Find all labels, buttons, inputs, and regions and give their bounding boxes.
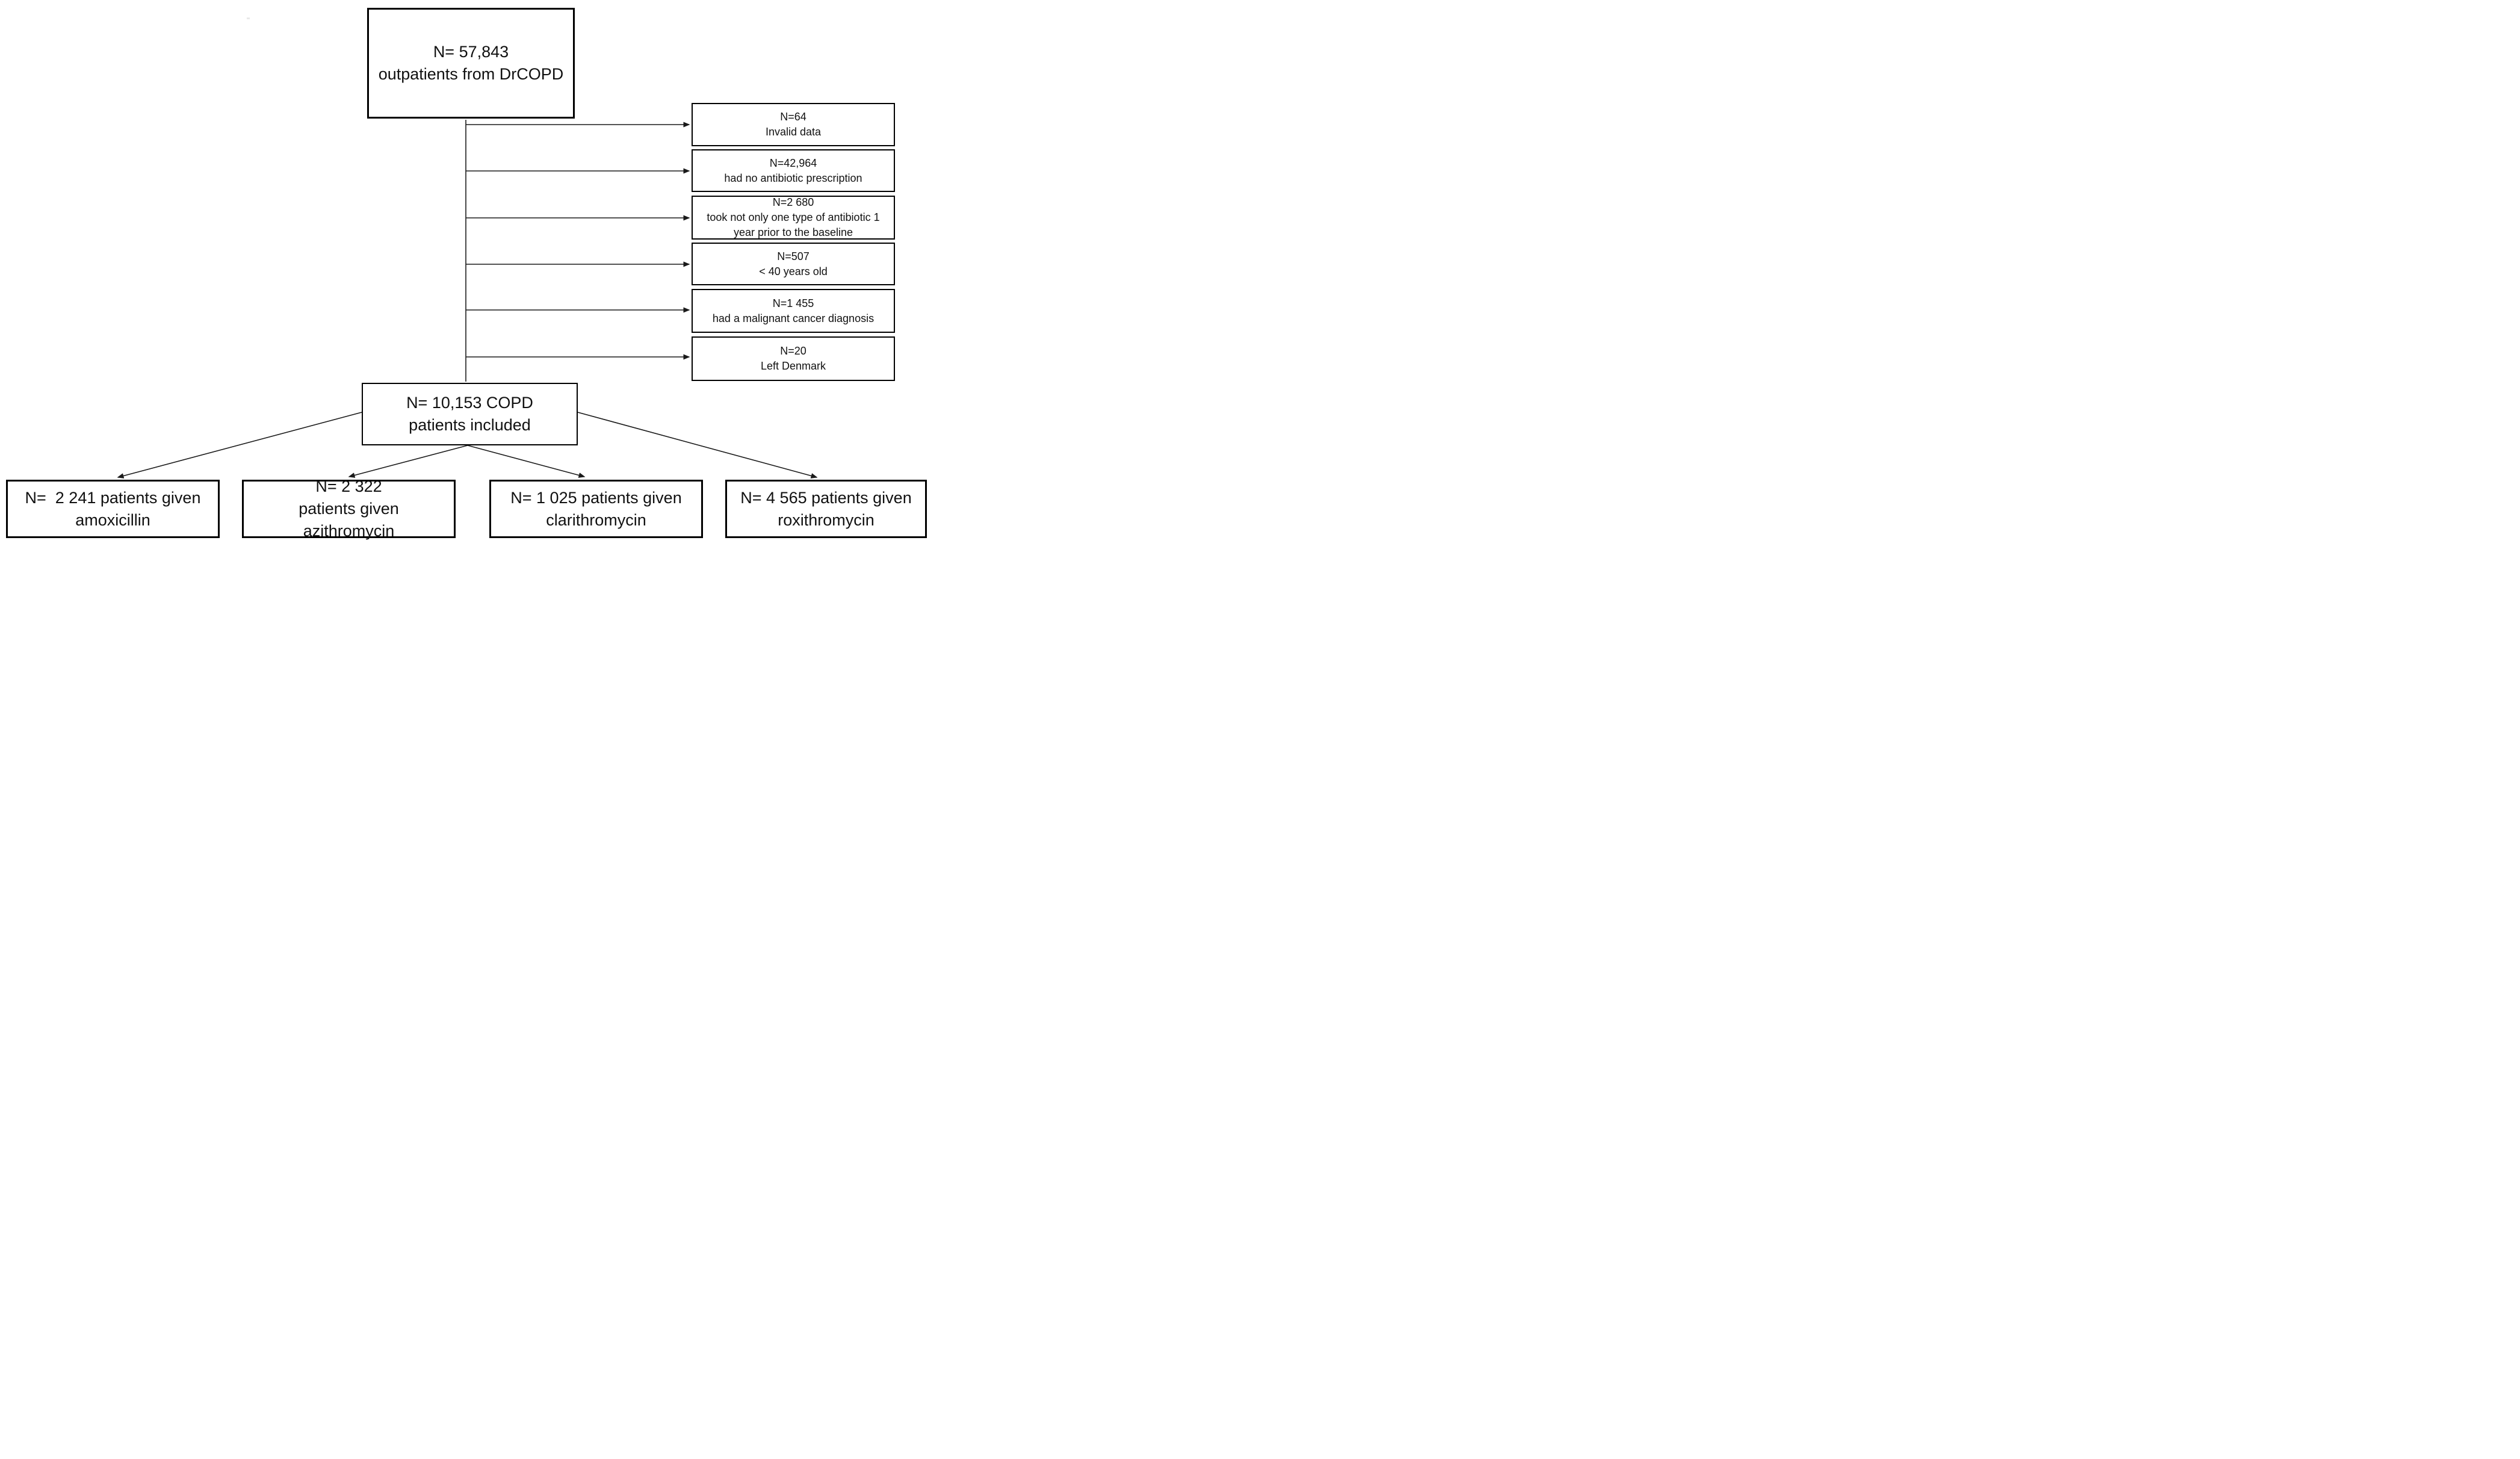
node-text-line: roxithromycin	[778, 510, 875, 529]
node-text-line: had a malignant cancer diagnosis	[712, 312, 875, 324]
node-arm-roxithromycin: N= 4 565 patients given roxithromycin	[725, 480, 927, 538]
node-text-line: N= 57,843	[433, 43, 509, 61]
arrow-roxithromycin	[577, 412, 818, 479]
node-text-line: N= 2 322	[315, 477, 382, 495]
node-text-line: clarithromycin	[546, 510, 646, 529]
node-exclusion-under-40: N=507 < 40 years old	[692, 243, 895, 285]
node-text-line: N= 2 241 patients given	[25, 488, 201, 507]
scan-artifact-dot	[247, 17, 250, 19]
node-text-line: patients given	[299, 500, 399, 518]
node-text-line: N=1 455	[772, 297, 814, 309]
node-text-line: patients included	[409, 416, 531, 434]
node-exclusion-no-antibiotic-prescription: N=42,964 had no antibiotic prescription	[692, 149, 895, 192]
node-text-line: N= 4 565 patients given	[740, 488, 912, 507]
node-text-line: N=42,964	[769, 156, 817, 169]
arrow-azithromycin	[348, 445, 468, 478]
node-exclusion-multiple-antibiotics: N=2 680 took not only one type of antibi…	[692, 196, 895, 240]
flow-diagram: N= 57,843 outpatients from DrCOPD N=64 I…	[0, 0, 930, 540]
node-exclusion-left-denmark: N=20 Left Denmark	[692, 336, 895, 381]
node-text-line: Left Denmark	[760, 360, 826, 372]
arrow-clarithromycin	[467, 445, 586, 478]
node-text-line: Invalid data	[765, 126, 822, 138]
node-arm-azithromycin: N= 2 322 patients given azithromycin	[242, 477, 456, 540]
node-text-line: N=2 680	[772, 196, 814, 208]
node-text-line: < 40 years old	[759, 265, 828, 277]
node-text-line: N= 1 025 patients given	[510, 488, 682, 507]
node-text-line: outpatients from DrCOPD	[378, 65, 564, 83]
node-text-line: N=64	[780, 111, 806, 123]
node-exclusion-malignant-cancer: N=1 455 had a malignant cancer diagnosis	[692, 289, 895, 333]
node-exclusion-invalid-data: N=64 Invalid data	[692, 103, 895, 146]
node-text-line: year prior to the baseline	[733, 226, 853, 238]
arrow-amoxicillin	[117, 412, 362, 479]
node-text-line: had no antibiotic prescription	[724, 172, 862, 184]
node-text-line: N=507	[777, 250, 810, 262]
node-arm-clarithromycin: N= 1 025 patients given clarithromycin	[489, 480, 703, 538]
node-text-line: azithromycin	[303, 522, 395, 540]
node-text-line: amoxicillin	[75, 510, 150, 529]
node-copd-included: N= 10,153 COPD patients included	[362, 383, 578, 445]
node-text-line: N=20	[780, 345, 806, 357]
node-text-line: N= 10,153 COPD	[406, 394, 533, 412]
node-text-line: took not only one type of antibiotic 1	[707, 211, 880, 223]
node-arm-amoxicillin: N= 2 241 patients given amoxicillin	[6, 480, 220, 538]
node-outpatients-source: N= 57,843 outpatients from DrCOPD	[367, 8, 575, 119]
